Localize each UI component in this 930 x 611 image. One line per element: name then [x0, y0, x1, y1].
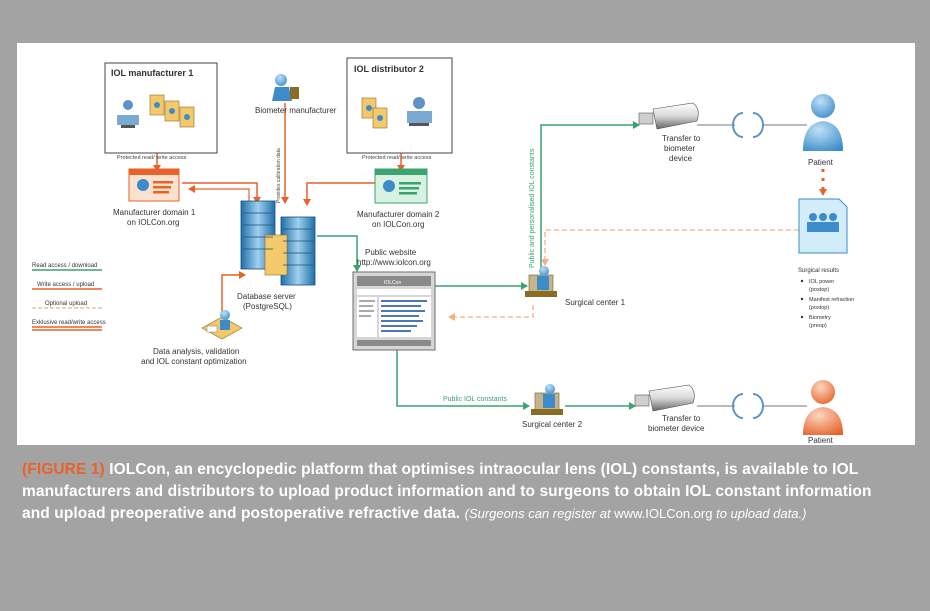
iol-distributor-2-box: IOL distributor 2 [346, 57, 453, 154]
surgical-center-1-icon [525, 266, 557, 297]
distributor-products-icon [361, 97, 388, 129]
iolcon-architecture-diagram: IOL manufacturer 1 Protected read/ write… [32, 57, 854, 445]
caption-text: IOLCon, an encyclopedic platform that op… [22, 461, 872, 522]
manufacturer-domain-2-icon [374, 168, 428, 204]
line-center1-transfer1 [540, 121, 640, 275]
line-results-center1 [541, 229, 807, 266]
caption-note-url[interactable]: www.IOLCon.org [614, 506, 713, 521]
legend-exclusive: Exklusive read/write access [32, 320, 106, 326]
line-analysis-db [221, 271, 246, 328]
domain2-label-line2: on IOLCon.org [372, 220, 424, 229]
surgical-center-1-label: Surgical center 1 [565, 298, 626, 307]
patient-1-label: Patient [808, 158, 834, 167]
results-item-1: IOL power [809, 279, 834, 285]
connection-symbol-icon-1 [732, 112, 764, 138]
distributor-worker-icon [407, 97, 432, 126]
line-website-center2 [396, 349, 530, 410]
patient-1-icon [803, 94, 843, 151]
website-label-line1: Public website [365, 248, 417, 257]
results-item-2: (postop) [809, 287, 829, 293]
connection-symbol-icon-2 [732, 393, 764, 419]
biometer-manufacturer-icon [272, 74, 299, 101]
results-list: IOL power (postop) Manifest refraction (… [800, 279, 854, 329]
usb-stick-icon-1 [638, 102, 699, 130]
manufacturer1-title: IOL manufacturer 1 [111, 68, 193, 78]
public-website-screenshot: IOLCon [352, 271, 436, 351]
manufacturer-products-icon [149, 94, 195, 128]
domain1-label-line1: Manufacturer domain 1 [113, 208, 196, 217]
caption-note-suffix: to upload data.) [712, 506, 807, 521]
analysis-label-line1: Data analysis, validation [153, 347, 239, 356]
transfer1-line2: biometer [664, 144, 695, 153]
db-label-line2: (PostgreSQL) [243, 302, 292, 311]
transfer1-line3: device [669, 154, 693, 163]
db-label-line1: Database server [237, 292, 296, 301]
protected-access-label-2: Protected read/ write access [362, 155, 432, 161]
surgical-center-2-label: Surgical center 2 [522, 420, 583, 429]
figure-panel: IOL manufacturer 1 Protected read/ write… [17, 43, 915, 445]
iol-manufacturer-1-box: IOL manufacturer 1 [104, 62, 218, 154]
results-item-6: (preop) [809, 323, 827, 329]
distributor2-title: IOL distributor 2 [354, 64, 424, 74]
patient-2-icon [803, 380, 843, 435]
line-db-website [317, 235, 361, 272]
legend: Read access / download Write access / up… [32, 263, 106, 331]
legend-optional: Optional upload [45, 301, 87, 307]
usb-stick-icon-2 [634, 384, 695, 412]
line-domain1-db [182, 182, 261, 204]
transfer2-line1: Transfer to [662, 414, 701, 423]
biometer-manufacturer-label: Biometer manufacturer [255, 106, 337, 115]
caption-tag: (FIGURE 1) [22, 461, 105, 478]
results-title: Surgical results [798, 268, 839, 274]
website-header-text: IOLCon [384, 280, 401, 286]
personalised-constants-label: Public and personalised IOL constants [529, 148, 536, 268]
line-center1-website [448, 305, 534, 321]
database-server-icon [240, 200, 316, 286]
results-item-4: (postop) [809, 305, 829, 311]
domain2-label-line1: Manufacturer domain 2 [357, 210, 440, 219]
data-analysis-icon [201, 310, 243, 340]
figure-caption: (FIGURE 1) IOLCon, an encyclopedic platf… [22, 459, 902, 525]
website-label-line2: http://www.iolcon.org [357, 258, 431, 267]
analysis-label-line2: and IOL constant optimization [141, 357, 247, 366]
protected-access-label-1: Protected read/ write access [117, 155, 187, 161]
transfer2-line2: biometer device [648, 424, 705, 433]
caption-note: (Surgeons can register at www.IOLCon.org… [465, 506, 807, 521]
results-item-5: Biometry [809, 315, 831, 321]
legend-write: Write access / upload [37, 282, 94, 288]
manufacturer-worker-icon [117, 100, 139, 128]
surgical-results-document-icon [798, 198, 848, 254]
line-db-domain1 [188, 185, 250, 203]
patient-2-label: Patient [808, 436, 834, 445]
caption-note-prefix: (Surgeons can register at [464, 506, 615, 521]
surgical-center-2-icon [531, 384, 563, 415]
domain1-label-line2: on IOLCon.org [127, 218, 179, 227]
biometer-upload-label: Provides calibration data [276, 148, 282, 203]
manufacturer-domain-1-icon [128, 168, 180, 202]
results-item-3: Manifest refraction [809, 297, 854, 303]
connection-lines [153, 103, 827, 410]
public-constants-label: Public IOL constants [443, 396, 507, 403]
transfer1-line1: Transfer to [662, 134, 701, 143]
line-domain2-db [303, 182, 375, 206]
legend-read: Read access / download [32, 263, 97, 269]
